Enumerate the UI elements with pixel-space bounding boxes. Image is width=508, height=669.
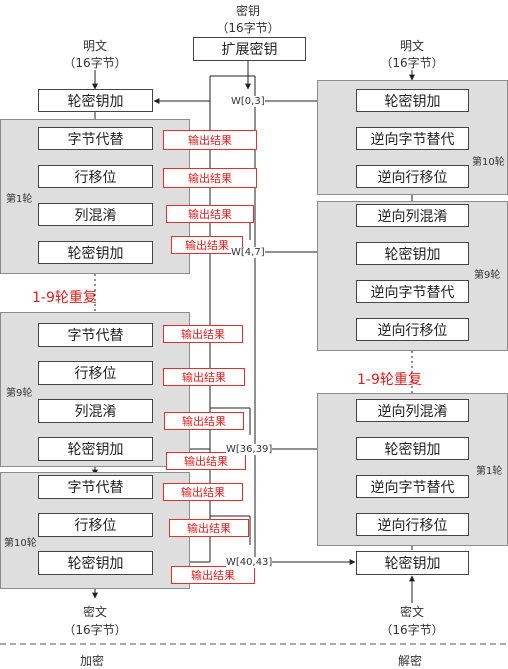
enc-r10-sub-output: 输出结果 — [163, 483, 243, 501]
dec-r9-inv-shift-rows: 逆向行移位 — [356, 318, 469, 341]
dec-final-add-round-key: 轮密钥加 — [356, 551, 469, 575]
dec-input-label: 明文 — [399, 39, 424, 53]
dec-r10-inv-sub-bytes: 逆向字节替代 — [356, 127, 469, 150]
enc-output-label: 密文 — [82, 605, 107, 619]
enc-r10-ark-output: 输出结果 — [171, 566, 255, 584]
enc-r1-mix-columns: 列混淆 — [38, 203, 153, 226]
enc-r9-shift-rows: 行移位 — [38, 361, 153, 385]
enc-r1-sub-bytes: 字节代替 — [38, 127, 153, 150]
enc-r9-shift-output: 输出结果 — [163, 368, 245, 386]
dec-r10-inv-shift-rows: 逆向行移位 — [356, 165, 469, 188]
enc-r10-shift-output: 输出结果 — [169, 519, 249, 537]
enc-r9-sub-output: 输出结果 — [163, 325, 243, 343]
dec-r9-add-round-key: 轮密钥加 — [356, 242, 469, 265]
expand-key-box: 扩展密钥 — [193, 37, 306, 61]
dec-repeat-label: 1-9轮重复 — [357, 372, 422, 388]
enc-r9-mix-columns: 列混淆 — [38, 399, 153, 423]
enc-r1-sub-output: 输出结果 — [163, 130, 257, 150]
key-word-w10: W[40,43] — [226, 557, 273, 568]
dec-round9-label: 第9轮 — [474, 270, 501, 281]
enc-round9-label: 第9轮 — [6, 388, 33, 399]
dec-output-label: 密文 — [399, 605, 424, 619]
key-word-w9: W[36,39] — [226, 444, 273, 455]
enc-output-size: （16字节） — [63, 623, 127, 637]
dec-r9-inv-sub-bytes: 逆向字节替代 — [356, 280, 469, 303]
dec-round1-label: 第1轮 — [476, 466, 503, 477]
dec-r1-inv-shift-rows: 逆向行移位 — [356, 513, 469, 536]
enc-r10-shift-rows: 行移位 — [38, 513, 153, 537]
dec-r1-add-round-key: 轮密钥加 — [356, 437, 469, 460]
enc-r10-sub-bytes: 字节代替 — [38, 475, 153, 499]
enc-round1-label: 第1轮 — [6, 194, 33, 205]
enc-r1-mix-output: 输出结果 — [166, 205, 254, 223]
key-label: 密钥 — [235, 4, 260, 18]
enc-r9-mix-output: 输出结果 — [164, 412, 244, 430]
enc-r9-sub-bytes: 字节代替 — [38, 323, 153, 347]
enc-r1-ark-output: 输出结果 — [171, 236, 243, 254]
enc-input-label: 明文 — [82, 39, 107, 53]
enc-round10-label: 第10轮 — [4, 538, 37, 549]
enc-r1-add-round-key: 轮密钥加 — [38, 241, 153, 264]
dec-output-size: （16字节） — [380, 623, 444, 637]
enc-repeat-label: 1-9轮重复 — [32, 290, 97, 306]
dec-r9-inv-mix-columns: 逆向列混淆 — [356, 204, 469, 227]
key-size: （16字节） — [216, 21, 280, 35]
enc-footer-label: 加密 — [79, 654, 104, 668]
dec-r1-inv-sub-bytes: 逆向字节替代 — [356, 475, 469, 498]
enc-r1-shift-rows: 行移位 — [38, 165, 153, 188]
enc-input-size: （16字节） — [63, 56, 127, 70]
dec-input-size: （16字节） — [380, 56, 444, 70]
enc-r10-add-round-key: 轮密钥加 — [38, 551, 153, 575]
enc-initial-add-round-key: 轮密钥加 — [38, 89, 153, 112]
enc-r9-ark-output: 输出结果 — [166, 452, 246, 470]
key-word-w0: W[0,3] — [231, 96, 265, 107]
key-word-w1: W[4,7] — [231, 247, 265, 258]
enc-r1-shift-output: 输出结果 — [163, 168, 257, 188]
dec-r1-inv-mix-columns: 逆向列混淆 — [356, 399, 469, 422]
enc-r9-add-round-key: 轮密钥加 — [38, 437, 153, 461]
dec-r10-add-round-key: 轮密钥加 — [356, 89, 469, 112]
dec-footer-label: 解密 — [397, 654, 422, 668]
dec-round10-label: 第10轮 — [472, 157, 505, 168]
